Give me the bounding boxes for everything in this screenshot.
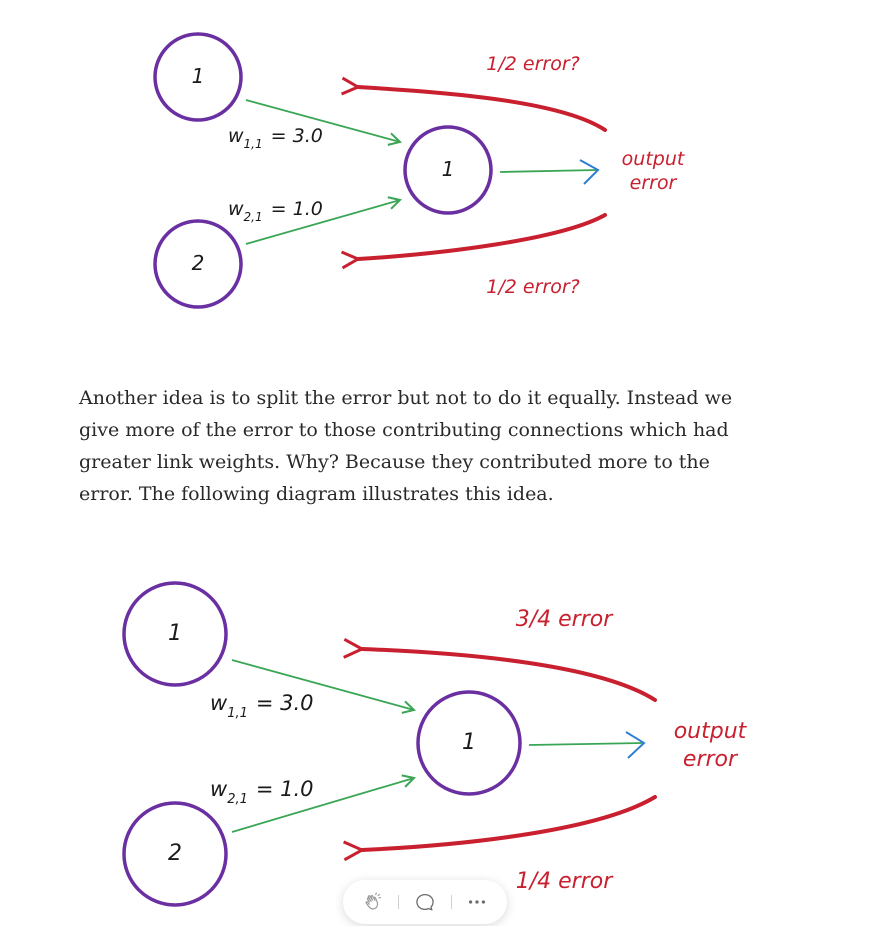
diagram-weighted-split-svg: 1 2 1 w1,1= 3.0 w2,1= 1.0 <box>122 581 748 907</box>
diagram-equal-split-svg: 1 2 1 w1,1= 3.0 w2,1= 1.0 <box>153 32 686 309</box>
body-paragraph: Another idea is to split the error but n… <box>79 387 733 505</box>
bar-separator <box>398 895 400 909</box>
input-node-2: 2 <box>122 801 228 907</box>
error-arrow-bottom <box>358 213 607 259</box>
output-arrow-head <box>579 159 600 185</box>
input-node-1: 1 <box>153 32 243 122</box>
output-arrow <box>499 169 598 173</box>
weight-2-label: w2,1 = 1.0 <box>228 198 323 224</box>
clap-icon <box>365 892 381 910</box>
input-node-2: 2 <box>153 219 243 309</box>
weight-1-label: w1,1 = 3.0 <box>210 691 314 721</box>
bar-separator <box>450 895 452 909</box>
weight-arrow-2 <box>231 778 414 833</box>
more-button[interactable] <box>459 886 495 918</box>
weight-1-symbol: w <box>210 691 228 715</box>
weight-2-symbol: w <box>210 777 228 801</box>
weight-2-subscript: 2,1 <box>227 792 248 807</box>
weight-arrow-2 <box>245 200 400 245</box>
output-arrow-head <box>625 731 646 759</box>
output-node-label: 1 <box>462 730 476 755</box>
clap-button[interactable] <box>355 886 391 918</box>
output-node-label: 1 <box>442 157 455 181</box>
comment-button[interactable] <box>407 886 443 918</box>
output-label-line1: output <box>674 719 748 744</box>
error-arrow-top <box>362 649 657 702</box>
output-label-line2: error <box>630 172 678 194</box>
input-node-1: 1 <box>122 581 228 687</box>
weight-2-value: = 1.0 <box>256 777 314 801</box>
weight-1-value: = 3.0 <box>271 125 323 147</box>
weight-2-value: = 1.0 <box>271 198 323 220</box>
output-label-line1: output <box>622 148 686 170</box>
output-node: 1 <box>403 125 493 215</box>
weight-1-symbol: w <box>228 125 244 147</box>
output-label-line2: error <box>683 747 739 772</box>
weight-1-subscript: 1,1 <box>244 137 263 151</box>
weight-1-value: = 3.0 <box>256 691 314 715</box>
output-arrow <box>528 742 643 746</box>
error-arrow-top <box>358 87 607 132</box>
weight-1-subscript: 1,1 <box>227 706 248 721</box>
error-label-top: 3/4 error <box>516 607 614 632</box>
error-label-bottom: 1/4 error <box>516 869 614 894</box>
weight-2-label: w2,1 = 1.0 <box>210 777 314 807</box>
weight-arrow-1 <box>245 99 400 142</box>
comment-icon <box>416 894 434 911</box>
input-node-2-label: 2 <box>192 251 205 275</box>
error-label-bottom: 1/2 error? <box>486 276 579 298</box>
output-node: 1 <box>416 690 522 796</box>
more-icon <box>469 900 486 904</box>
weight-1-label: w1,1 = 3.0 <box>228 125 323 151</box>
diagram-equal-split: 1 2 1 w1,1= 3.0 w2,1= 1.0 <box>0 0 874 340</box>
weight-arrow-1 <box>231 659 414 710</box>
weight-2-symbol: w <box>228 198 244 220</box>
weight-2-subscript: 2,1 <box>244 210 263 224</box>
error-label-top: 1/2 error? <box>486 53 579 75</box>
input-node-2-label: 2 <box>168 841 182 866</box>
floating-action-bar <box>343 880 507 924</box>
input-node-1-label: 1 <box>168 621 182 646</box>
input-node-1-label: 1 <box>192 64 205 88</box>
error-arrow-bottom <box>362 795 657 850</box>
diagram-weighted-split: 1 2 1 w1,1= 3.0 w2,1= 1.0 <box>0 560 874 926</box>
